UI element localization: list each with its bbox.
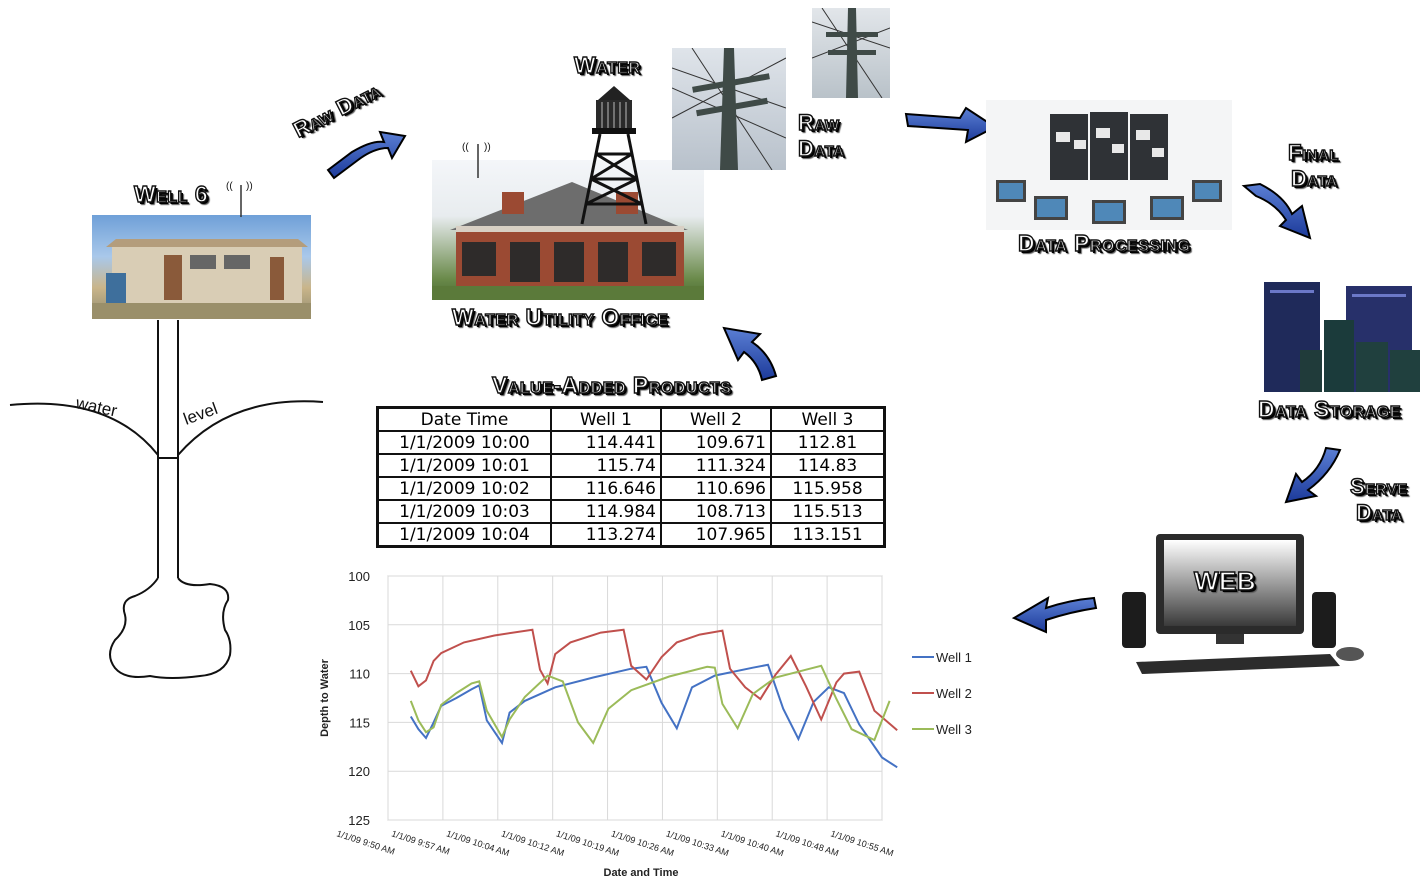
x-tick-label: 1/1/09 9:57 AM [390,828,451,856]
water-utility-office-photo [432,160,704,300]
col-header-well-1: Well 1 [550,406,662,432]
well-6-label: Well 6 [133,181,209,207]
y-tick-label: 105 [348,618,370,633]
water-label: Water [573,52,641,78]
well-6-photo [92,215,311,319]
y-axis-label: Depth to Water [319,658,331,737]
table-cell: 116.646 [550,476,662,501]
final-data-label-a: Final [1287,140,1339,165]
table-cell: 1/1/2009 10:04 [376,522,552,548]
raw-data-label-2a: Raw [797,110,840,135]
y-tick-label: 115 [349,715,370,730]
serve-data-label-b: Data [1355,500,1403,525]
y-tick-label: 120 [348,764,370,779]
svg-text:)): )) [246,181,253,192]
water-utility-office-label: Water Utility Office [451,304,669,330]
table-cell: 1/1/2009 10:03 [376,499,552,524]
depth-chart: 1/1/09 9:50 AM1/1/09 9:57 AM1/1/09 10:04… [319,569,972,879]
x-axis-label: Date and Time [604,867,679,879]
legend-label: Well 2 [936,686,972,701]
value-added-table: Date Time Well 1 Well 2 Well 3 1/1/2009 … [376,406,886,548]
web-computer-image [1122,534,1364,674]
svg-text:((: (( [462,142,469,153]
x-tick-label: 1/1/09 9:50 AM [335,828,396,856]
raw-data-label-2b: Data [797,136,845,161]
table-cell: 1/1/2009 10:00 [376,430,552,455]
well-antenna-icon: (( )) [226,181,253,217]
water-tower [580,86,648,225]
aquifer-cavity [109,577,232,679]
table-cell: 115.513 [770,499,886,524]
series-line-well-3 [409,664,891,745]
table-cell: 114.83 [770,453,886,478]
office-antenna-icon: (( )) [462,142,491,178]
table-cell: 111.324 [660,453,772,478]
col-header-well-2: Well 2 [660,406,772,432]
ground-line-right [177,400,324,456]
table-cell: 115.74 [550,453,662,478]
y-tick-label: 100 [348,569,370,584]
table-cell: 114.441 [550,430,662,455]
utility-pole-photo-2 [812,8,890,98]
data-processing-image [986,100,1232,230]
value-added-products-label: Value-Added Products [491,372,732,398]
plot-area [387,575,883,821]
table-cell: 110.696 [660,476,772,501]
col-header-datetime: Date Time [376,406,552,432]
table-cell: 1/1/2009 10:02 [376,476,552,501]
x-tick-label: 1/1/09 10:55 AM [829,828,894,858]
series-line-well-2 [409,628,898,731]
final-data-label-b: Data [1290,166,1338,191]
table-cell: 114.984 [550,499,662,524]
series-line-well-1 [409,663,898,769]
data-processing-label: Data Processing [1017,230,1191,256]
ground-line-left [9,402,159,456]
data-storage-label: Data Storage [1257,396,1402,422]
utility-pole-photo-1 [672,48,786,170]
table-cell: 113.151 [770,522,886,548]
data-storage-image [1264,282,1420,392]
table-cell: 1/1/2009 10:01 [376,453,552,478]
serve-data-label-a: Serve [1349,474,1408,499]
web-label: WEB [1193,566,1257,596]
svg-text:)): )) [484,142,491,153]
table-cell: 107.965 [660,522,772,548]
table-cell: 109.671 [660,430,772,455]
table-header-row: Date Time Well 1 Well 2 Well 3 [376,406,886,432]
y-tick-label: 110 [349,667,370,682]
legend-label: Well 1 [936,650,972,665]
table-cell: 112.81 [770,430,886,455]
col-header-well-3: Well 3 [770,406,886,432]
y-tick-label: 125 [348,813,370,828]
svg-text:((: (( [226,181,233,192]
water-level-label-left: water [73,393,119,421]
table-cell: 108.713 [660,499,772,524]
table-cell: 115.958 [770,476,886,501]
legend-label: Well 3 [936,722,972,737]
table-cell: 113.274 [550,522,662,548]
